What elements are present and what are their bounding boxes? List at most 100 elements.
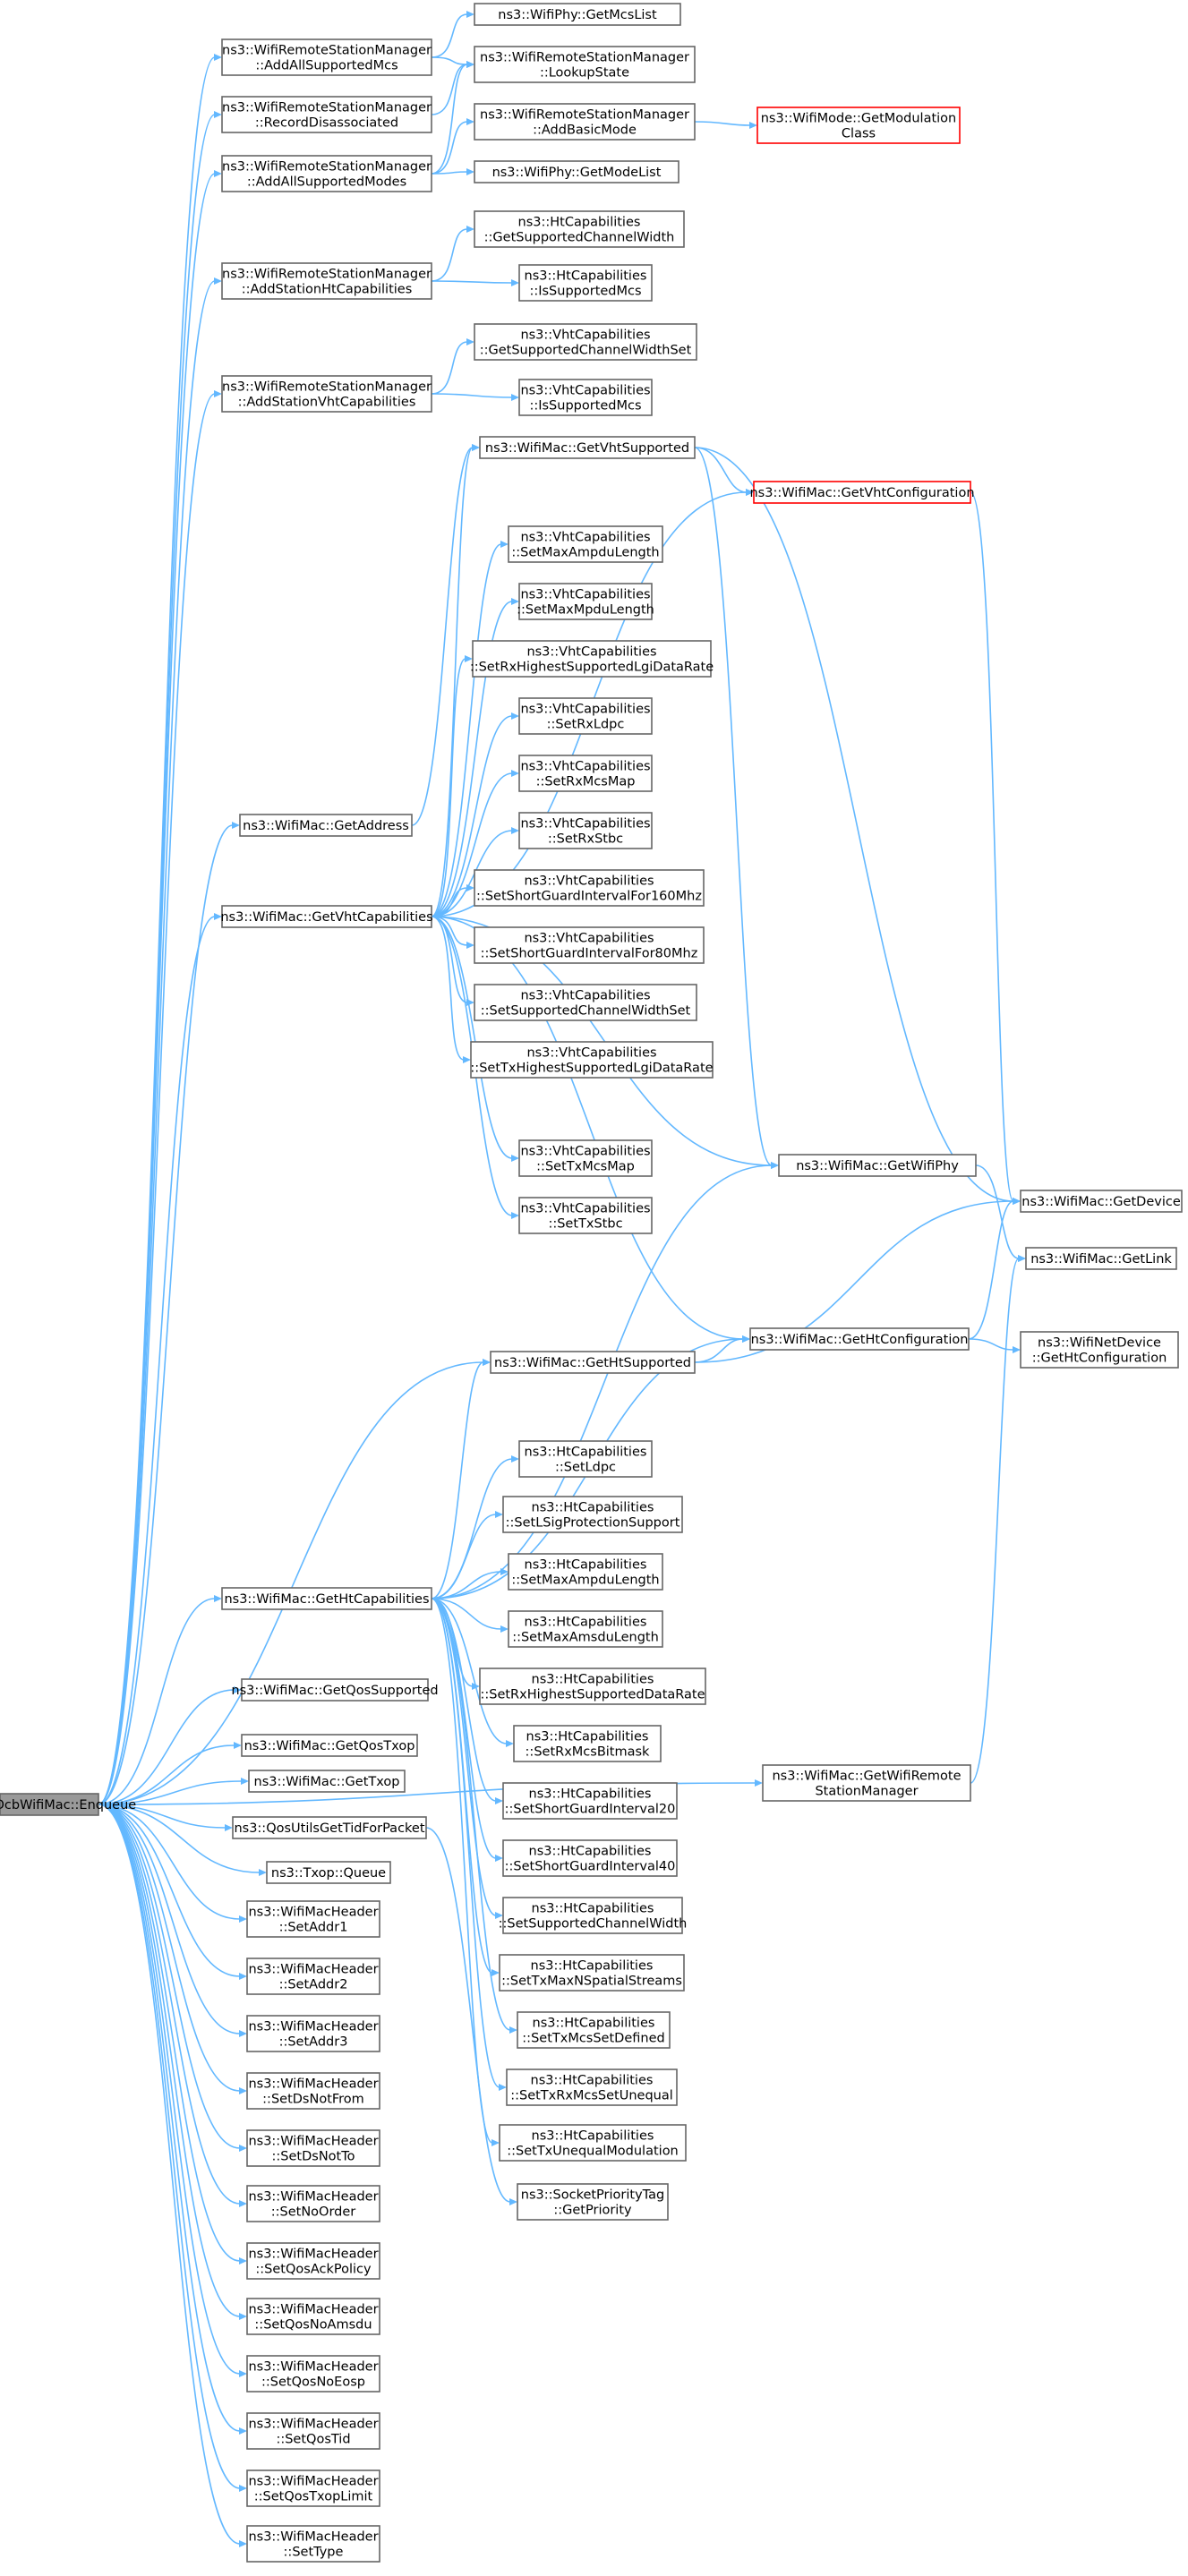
node-getVhtCaps[interactable]: ns3::WifiMac::GetVhtCapabilities xyxy=(220,905,433,928)
node-label: ::SetAddr3 xyxy=(279,2035,348,2050)
node-label: ::SetTxRxMcsSetUnequal xyxy=(510,2089,673,2103)
node-hSetLdpc[interactable]: ns3::HtCapabilities::SetLdpc xyxy=(518,1440,653,1478)
node-label: ::SetMaxAmsduLength xyxy=(512,1631,659,1645)
node-sockPrio[interactable]: ns3::SocketPriorityTag::GetPriority xyxy=(517,2183,669,2221)
node-getWifiPhy[interactable]: ns3::WifiMac::GetWifiPhy xyxy=(778,1154,977,1177)
edge-arrowhead xyxy=(239,2257,247,2265)
node-htGetChW[interactable]: ns3::HtCapabilities::GetSupportedChannel… xyxy=(474,210,685,248)
node-label: ::SetRxHighestSupportedDataRate xyxy=(480,1688,705,1702)
node-hSetSgi20[interactable]: ns3::HtCapabilities::SetShortGuardInterv… xyxy=(502,1782,678,1820)
node-box xyxy=(474,984,697,1021)
node-setQosTid[interactable]: ns3::WifiMacHeader::SetQosTid xyxy=(246,2412,380,2450)
node-vhtIsMcs[interactable]: ns3::VhtCapabilities::IsSupportedMcs xyxy=(518,379,653,416)
node-box xyxy=(1025,1247,1177,1270)
node-label: ::IsSupportedMcs xyxy=(529,285,641,299)
node-getHtSupp[interactable]: ns3::WifiMac::GetHtSupported xyxy=(490,1351,696,1374)
edge-getHtCaps-to-hSetTxRxUneq xyxy=(431,1598,500,2088)
node-label: ::SetShortGuardInterval40 xyxy=(505,1860,676,1874)
node-vSetTxStbc[interactable]: ns3::VhtCapabilities::SetTxStbc xyxy=(518,1197,653,1234)
node-getQosSupp[interactable]: ns3::WifiMac::GetQosSupported xyxy=(231,1678,439,1702)
node-hSetRxMcsBit[interactable]: ns3::HtCapabilities::SetRxMcsBitmask xyxy=(513,1725,662,1762)
node-getQosTxop[interactable]: ns3::WifiMac::GetQosTxop xyxy=(241,1734,418,1757)
node-qosTid[interactable]: ns3::QosUtilsGetTidForPacket xyxy=(232,1816,427,1839)
node-vSetSgi160[interactable]: ns3::VhtCapabilities::SetShortGuardInter… xyxy=(474,869,705,907)
node-getDevice[interactable]: ns3::WifiMac::GetDevice xyxy=(1020,1190,1183,1213)
node-setDsNotTo[interactable]: ns3::WifiMacHeader::SetDsNotTo xyxy=(246,2129,380,2167)
node-box xyxy=(518,264,653,302)
node-getHtConf[interactable]: ns3::WifiMac::GetHtConfiguration xyxy=(749,1327,970,1351)
node-setNoOrder[interactable]: ns3::WifiMacHeader::SetNoOrder xyxy=(246,2185,380,2222)
node-setAddr3[interactable]: ns3::WifiMacHeader::SetAddr3 xyxy=(246,2015,380,2052)
node-addAllModes[interactable]: ns3::WifiRemoteStationManager::AddAllSup… xyxy=(221,155,432,192)
node-hSetRxHigh[interactable]: ns3::HtCapabilities::SetRxHighestSupport… xyxy=(479,1668,706,1705)
node-hSetChW[interactable]: ns3::HtCapabilities::SetSupportedChannel… xyxy=(499,1897,688,1934)
node-hSetTxMcsDef[interactable]: ns3::HtCapabilities::SetTxMcsSetDefined xyxy=(517,2011,671,2049)
node-label: ns3::WifiMacHeader xyxy=(248,2020,378,2034)
node-hSetTxMaxN[interactable]: ns3::HtCapabilities::SetTxMaxNSpatialStr… xyxy=(499,1954,685,1992)
node-getVhtSupp[interactable]: ns3::WifiMac::GetVhtSupported xyxy=(479,436,696,459)
node-hSetMaxAmpdu[interactable]: ns3::HtCapabilities::SetMaxAmpduLength xyxy=(508,1553,663,1591)
node-recordDisassoc[interactable]: ns3::WifiRemoteStationManager::RecordDis… xyxy=(221,96,432,133)
node-getVhtConf[interactable]: ns3::WifiMac::GetVhtConfiguration xyxy=(749,481,975,504)
edge-arrowhead xyxy=(239,2313,247,2320)
node-setQosTxop[interactable]: ns3::WifiMacHeader::SetQosTxopLimit xyxy=(246,2469,380,2507)
node-box xyxy=(518,755,653,792)
node-label: ns3::HtCapabilities xyxy=(526,1730,649,1744)
node-hSetMaxAmsdu[interactable]: ns3::HtCapabilities::SetMaxAmsduLength xyxy=(508,1610,663,1648)
node-box xyxy=(221,96,432,133)
node-getModeList[interactable]: ns3::WifiPhy::GetModeList xyxy=(474,160,679,183)
node-label: ns3::VhtCapabilities xyxy=(520,1145,650,1159)
node-hSetLSig[interactable]: ns3::HtCapabilities::SetLSigProtectionSu… xyxy=(502,1496,683,1533)
node-htIsMcs[interactable]: ns3::HtCapabilities::IsSupportedMcs xyxy=(518,264,653,302)
node-setQosNoEosp[interactable]: ns3::WifiMacHeader::SetQosNoEosp xyxy=(246,2355,380,2393)
node-vSetMaxAmpdu[interactable]: ns3::VhtCapabilities::SetMaxAmpduLength xyxy=(508,525,663,563)
node-setType[interactable]: ns3::WifiMacHeader::SetType xyxy=(246,2525,380,2563)
node-getLink[interactable]: ns3::WifiMac::GetLink xyxy=(1025,1247,1177,1270)
node-getRsm[interactable]: ns3::WifiMac::GetWifiRemoteStationManage… xyxy=(762,1764,971,1802)
edge-arrowhead xyxy=(511,279,519,286)
edge-addAllMcs-to-lookupState xyxy=(431,56,468,65)
node-addHtCaps[interactable]: ns3::WifiRemoteStationManager::AddStatio… xyxy=(221,262,432,300)
node-txopQueue[interactable]: ns3::Txop::Queue xyxy=(266,1861,391,1884)
node-vhtGetChW[interactable]: ns3::VhtCapabilities::GetSupportedChanne… xyxy=(474,323,697,361)
edge-arrowhead xyxy=(232,822,240,829)
node-setAddr1[interactable]: ns3::WifiMacHeader::SetAddr1 xyxy=(246,1900,380,1938)
node-box xyxy=(248,1770,406,1793)
node-hSetTxUneqMod[interactable]: ns3::HtCapabilities::SetTxUnequalModulat… xyxy=(499,2124,687,2162)
node-setQosAck[interactable]: ns3::WifiMacHeader::SetQosAckPolicy xyxy=(246,2242,380,2280)
edge-arrowhead xyxy=(234,1686,242,1693)
node-vSetTxMcs[interactable]: ns3::VhtCapabilities::SetTxMcsMap xyxy=(518,1139,653,1177)
node-lookupState[interactable]: ns3::WifiRemoteStationManager::LookupSta… xyxy=(474,46,696,83)
edge-root-to-getQosTxop xyxy=(98,1744,235,1805)
node-box xyxy=(513,1725,662,1762)
node-hSetSgi40[interactable]: ns3::HtCapabilities::SetShortGuardInterv… xyxy=(502,1839,678,1877)
node-vSetMaxMpdu[interactable]: ns3::VhtCapabilities::SetMaxMpduLength xyxy=(517,583,654,620)
node-addBasicMode[interactable]: ns3::WifiRemoteStationManager::AddBasicM… xyxy=(474,103,696,141)
node-getMcsList[interactable]: ns3::WifiPhy::GetMcsList xyxy=(474,3,681,26)
node-root[interactable]: ns3::OcbWifiMac::Enqueue xyxy=(0,1793,136,1816)
node-vSetRxMcs[interactable]: ns3::VhtCapabilities::SetRxMcsMap xyxy=(518,755,653,792)
node-box xyxy=(221,155,432,192)
node-setDsNotFrom[interactable]: ns3::WifiMacHeader::SetDsNotFrom xyxy=(246,2072,380,2110)
node-addVhtCaps[interactable]: ns3::WifiRemoteStationManager::AddStatio… xyxy=(221,375,432,413)
node-netDevHtConf[interactable]: ns3::WifiNetDevice::GetHtConfiguration xyxy=(1020,1331,1179,1369)
node-vSetSgi80[interactable]: ns3::VhtCapabilities::SetShortGuardInter… xyxy=(474,926,705,964)
node-label: ::SetAddr2 xyxy=(279,1978,348,1992)
node-setQosNoAmsdu[interactable]: ns3::WifiMacHeader::SetQosNoAmsdu xyxy=(246,2298,380,2335)
node-vSetRxLdpc[interactable]: ns3::VhtCapabilities::SetRxLdpc xyxy=(518,697,653,735)
node-getHtCaps[interactable]: ns3::WifiMac::GetHtCapabilities xyxy=(221,1587,432,1610)
node-vSetRxHigh[interactable]: ns3::VhtCapabilities::SetRxHighestSuppor… xyxy=(470,640,714,678)
node-box xyxy=(508,525,663,563)
node-vSetChW[interactable]: ns3::VhtCapabilities::SetSupportedChanne… xyxy=(474,984,697,1021)
node-vSetRxStbc[interactable]: ns3::VhtCapabilities::SetRxStbc xyxy=(518,812,653,849)
node-getAddress[interactable]: ns3::WifiMac::GetAddress xyxy=(239,814,413,837)
edge-arrowhead xyxy=(509,2026,517,2034)
node-vSetTxHigh[interactable]: ns3::VhtCapabilities::SetTxHighestSuppor… xyxy=(470,1041,714,1079)
node-label: ns3::WifiMacHeader xyxy=(248,2475,378,2489)
node-box xyxy=(472,640,712,678)
node-addAllMcs[interactable]: ns3::WifiRemoteStationManager::AddAllSup… xyxy=(221,38,432,76)
node-getTxop[interactable]: ns3::WifiMac::GetTxop xyxy=(248,1770,406,1793)
node-hSetTxRxUneq[interactable]: ns3::HtCapabilities::SetTxRxMcsSetUnequa… xyxy=(506,2068,678,2106)
node-setAddr2[interactable]: ns3::WifiMacHeader::SetAddr2 xyxy=(246,1958,380,1995)
